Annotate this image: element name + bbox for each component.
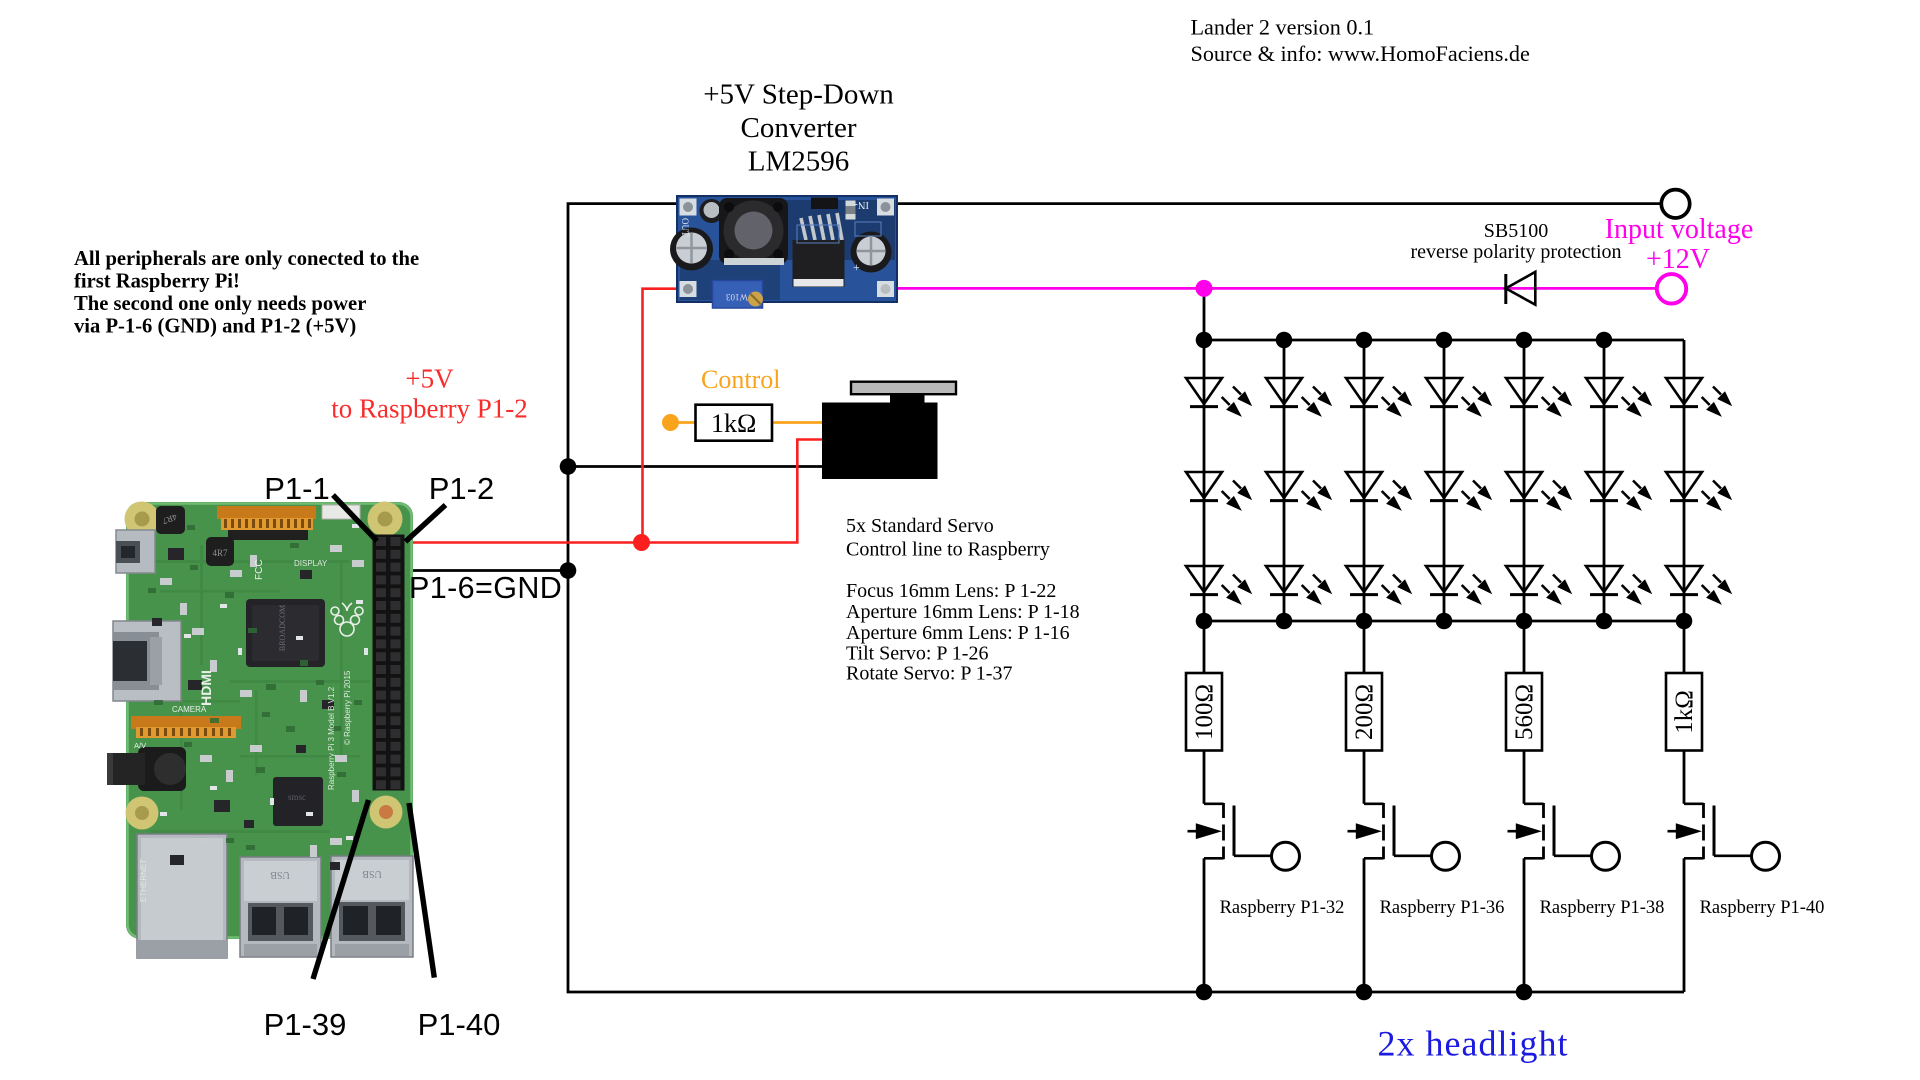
svg-text:Raspberry P1-40: Raspberry P1-40 xyxy=(1700,898,1825,918)
svg-text:A/V: A/V xyxy=(134,741,146,750)
svg-text:4R7: 4R7 xyxy=(160,512,178,527)
svg-text:Control line to Raspberry: Control line to Raspberry xyxy=(846,539,1050,561)
svg-text:© Raspberry Pi 2015: © Raspberry Pi 2015 xyxy=(343,670,352,745)
svg-text:1kΩ: 1kΩ xyxy=(1671,690,1698,734)
svg-text:Rotate Servo: P 1-37: Rotate Servo: P 1-37 xyxy=(846,662,1012,684)
svg-text:The second one only needs powe: The second one only needs power xyxy=(74,293,366,315)
svg-text:2x headlight: 2x headlight xyxy=(1378,1024,1569,1064)
svg-text:via P-1-6 (GND) and P1-2 (+5V): via P-1-6 (GND) and P1-2 (+5V) xyxy=(74,316,356,338)
svg-text:P1-40: P1-40 xyxy=(418,1007,501,1042)
svg-text:P1-2: P1-2 xyxy=(429,471,494,506)
svg-text:Raspberry Pi 3 Model B V1.2: Raspberry Pi 3 Model B V1.2 xyxy=(327,686,336,790)
svg-text:SB5100: SB5100 xyxy=(1484,220,1548,242)
svg-text:OUT: OUT xyxy=(680,218,690,237)
svg-text:Focus 16mm Lens: P 1-22: Focus 16mm Lens: P 1-22 xyxy=(846,580,1056,602)
svg-text:+5V: +5V xyxy=(405,364,454,394)
svg-text:reverse polarity protection: reverse polarity protection xyxy=(1410,241,1621,263)
svg-text:to Raspberry P1-2: to Raspberry P1-2 xyxy=(331,393,527,423)
svg-text:HDMI: HDMI xyxy=(198,670,214,706)
svg-text:Control: Control xyxy=(701,365,780,394)
svg-text:Lander 2 version 0.1: Lander 2 version 0.1 xyxy=(1191,15,1375,40)
svg-text:200Ω: 200Ω xyxy=(1351,684,1378,740)
svg-text:Converter: Converter xyxy=(741,112,857,144)
svg-text:smsc: smsc xyxy=(288,792,306,802)
svg-text:Source & info: www.HomoFaciens: Source & info: www.HomoFaciens.de xyxy=(1191,41,1530,66)
svg-text:+: + xyxy=(853,260,860,274)
svg-text:+5V Step-Down: +5V Step-Down xyxy=(703,79,894,111)
svg-text:USB: USB xyxy=(362,868,382,879)
svg-text:P1-1: P1-1 xyxy=(264,471,329,506)
svg-text:IN-: IN- xyxy=(854,199,869,210)
svg-text:Raspberry P1-36: Raspberry P1-36 xyxy=(1380,898,1505,918)
svg-text:1kΩ: 1kΩ xyxy=(711,409,756,438)
svg-text:DISPLAY: DISPLAY xyxy=(294,559,328,568)
svg-text:Raspberry P1-38: Raspberry P1-38 xyxy=(1540,898,1665,918)
svg-text:Aperture 6mm Lens: P 1-16: Aperture 6mm Lens: P 1-16 xyxy=(846,622,1070,644)
svg-text:560Ω: 560Ω xyxy=(1511,684,1538,740)
svg-text:Input voltage: Input voltage xyxy=(1605,214,1754,245)
svg-text:FCC: FCC xyxy=(254,559,265,580)
svg-text:first Raspberry Pi!: first Raspberry Pi! xyxy=(74,271,240,293)
svg-text:Raspberry P1-32: Raspberry P1-32 xyxy=(1220,898,1345,918)
svg-text:Aperture 16mm Lens: P 1-18: Aperture 16mm Lens: P 1-18 xyxy=(846,601,1080,623)
svg-text:W103: W103 xyxy=(726,292,748,302)
svg-text:Tilt Servo: P 1-26: Tilt Servo: P 1-26 xyxy=(846,642,988,664)
svg-text:4R7: 4R7 xyxy=(212,548,228,558)
svg-text:100Ω: 100Ω xyxy=(1191,684,1218,740)
svg-text:P1-6=GND: P1-6=GND xyxy=(409,571,562,605)
svg-text:ETHERNET: ETHERNET xyxy=(139,859,148,902)
svg-text:CAMERA: CAMERA xyxy=(172,705,207,714)
svg-text:USB: USB xyxy=(270,869,290,880)
svg-text:BROADCOM: BROADCOM xyxy=(278,605,287,651)
svg-text:+12V: +12V xyxy=(1646,244,1710,275)
svg-text:LM2596: LM2596 xyxy=(748,146,850,178)
svg-text:P1-39: P1-39 xyxy=(264,1007,347,1042)
svg-text:5x Standard Servo: 5x Standard Servo xyxy=(846,515,994,537)
svg-text:All peripherals are only conec: All peripherals are only conected to the xyxy=(74,248,419,270)
